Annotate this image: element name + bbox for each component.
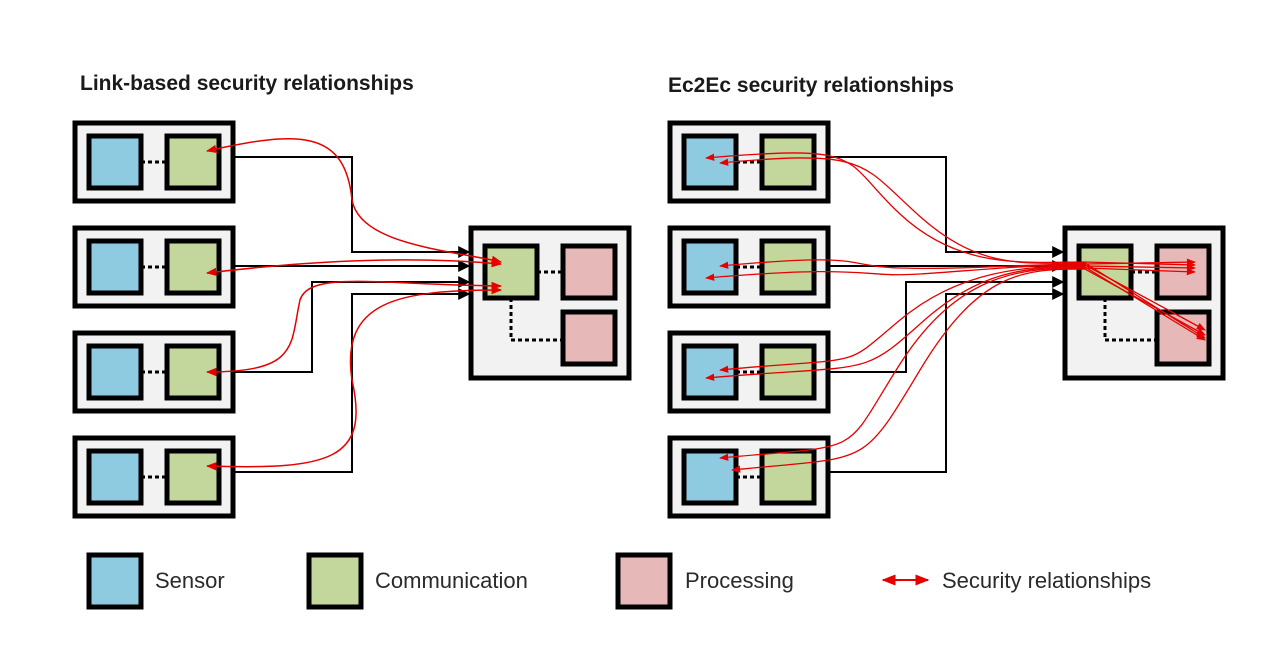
sensor-unit [86,343,144,401]
network-link [233,288,471,473]
panel-title-link-based: Link-based security relationships [80,72,414,95]
network-link [828,156,1065,258]
communication-unit [759,448,817,506]
panel-title-ec2ec: Ec2Ec security relationships [668,74,954,97]
security-relationships [705,152,1206,473]
edge-device [72,225,236,309]
edge-device [667,225,831,309]
hub-processing-unit [560,243,618,301]
legend: Sensor Communication Processing Security… [86,552,1151,610]
green-square-icon [306,552,364,610]
legend-label-security-relationships: Security relationships [942,568,1151,593]
communication-unit [164,238,222,296]
network-link [233,156,471,258]
edge-device [667,330,831,414]
legend-label-processing: Processing [685,568,794,593]
hub-device [468,225,632,381]
sensor-unit [86,238,144,296]
sensor-unit [681,448,739,506]
security-arrow [731,268,1206,473]
legend-label-communication: Communication [375,568,528,593]
security-arrow [205,258,503,277]
pink-square-icon [615,552,673,610]
security-relationships [205,138,503,471]
security-arrow [205,285,503,471]
panel-link-based [72,120,632,519]
communication-unit [759,133,817,191]
edge-device [72,120,236,204]
edge-device [72,435,236,519]
communication-unit [164,133,222,191]
edge-device [667,435,831,519]
blue-square-icon [86,552,144,610]
communication-unit [759,238,817,296]
network-link [828,288,1065,473]
edge-device [667,120,831,204]
sensor-unit [681,343,739,401]
sensor-unit [681,238,739,296]
panel-ec2ec [667,120,1226,519]
hub-processing-unit [560,309,618,367]
security-arrow [205,138,503,264]
sensor-unit [86,448,144,506]
legend-label-sensor: Sensor [155,568,225,593]
internal-link [509,298,563,342]
sensor-unit [86,133,144,191]
communication-unit [164,448,222,506]
